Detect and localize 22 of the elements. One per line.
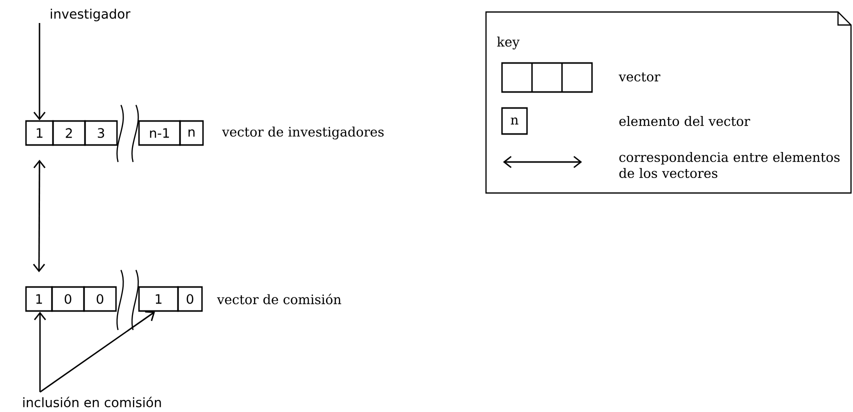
- legend-text: vector: [618, 72, 660, 82]
- arrow: [32, 160, 46, 272]
- vector-cell: n: [179, 120, 204, 146]
- arrow: [40, 311, 155, 393]
- vector-cell: 0: [177, 286, 203, 312]
- caption-text: investigador: [50, 8, 130, 22]
- legend-text: elemento del vector: [619, 116, 750, 126]
- legend-text: correspondencia entre elementos de los vectores: [619, 152, 840, 178]
- vector-cell: 1: [25, 286, 53, 312]
- vector-cell: 1: [138, 286, 179, 312]
- vector-cell: n-1: [138, 120, 181, 146]
- vector-label: vector de comisión: [217, 294, 342, 304]
- vector-cell: 0: [83, 286, 117, 312]
- arrow: [33, 23, 46, 120]
- element-sample: n: [501, 107, 528, 135]
- arrow: [34, 312, 46, 392]
- vector-cell: 0: [51, 286, 85, 312]
- caption-text: inclusión en comisión: [23, 396, 161, 408]
- vector-cell: 1: [25, 120, 54, 146]
- vector-cell: 3: [84, 120, 118, 146]
- vector-label: vector de investigadores: [222, 126, 384, 140]
- vector-cell: 2: [52, 120, 86, 146]
